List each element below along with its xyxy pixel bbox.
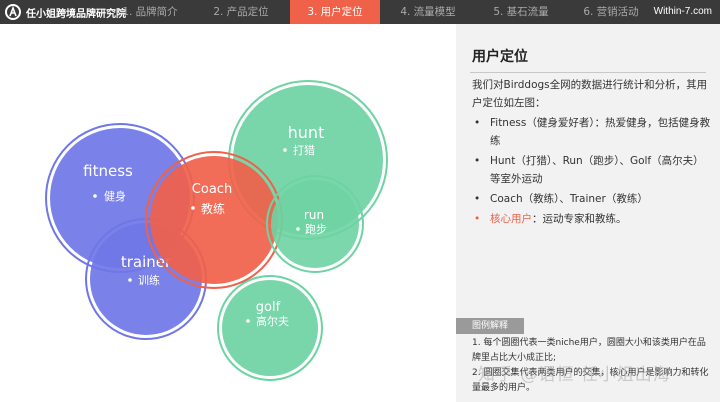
legend-tag: 图例解释 <box>456 318 524 334</box>
bubble-golf-title: golf <box>256 300 281 315</box>
bubble-trainer-subtitle: 训练 <box>138 273 160 287</box>
bubble-svg: fitness 健身 trainer 训练 hunt 打猎 golf 高尔夫 <box>45 80 388 381</box>
panel-intro: 我们对Birddogs全网的数据进行统计和分析，其用户定位如左图： <box>472 79 708 109</box>
bubble-fitness-subtitle: 健身 <box>104 189 126 203</box>
list-item: Hunt（打猎）、Run（跑步）、Golf（高尔夫）等室外运动 <box>474 152 712 188</box>
bubble-golf-subtitle: 高尔夫 <box>256 314 289 328</box>
brand-logo-icon <box>5 4 21 20</box>
brand[interactable]: 任小姐跨境品牌研究院 <box>4 0 126 24</box>
tab-product-positioning[interactable]: 2. 产品定位 <box>213 6 269 18</box>
bubble-coach: Coach 教练 <box>145 151 283 289</box>
list-item: Fitness（健身爱好者）：热爱健身，包括健身教练 <box>474 114 712 150</box>
bubble-hunt-title: hunt <box>288 123 325 142</box>
core-user-label: 核心用户 <box>490 213 532 225</box>
legend-line: 1. 每个圆圈代表一类niche用户，圆圈大小和该类用户在品牌里占比大小成正比; <box>472 338 706 363</box>
tab-traffic-model[interactable]: 4. 流量模型 <box>400 6 456 18</box>
tab-brand-intro[interactable]: 1. 品牌简介 <box>122 6 178 18</box>
tab-marketing[interactable]: 6. 营销活动 <box>583 6 639 18</box>
list-item: Coach（教练）、Trainer（教练） <box>474 190 712 208</box>
tab-base-traffic[interactable]: 5. 基石流量 <box>493 6 549 18</box>
bubble-coach-title: Coach <box>192 182 232 197</box>
top-nav: 任小姐跨境品牌研究院 1. 品牌简介 2. 产品定位 3. 用户定位 4. 流量… <box>0 0 720 24</box>
bubble-golf: golf 高尔夫 <box>217 275 323 381</box>
legend-explanation: 1. 每个圆圈代表一类niche用户，圆圈大小和该类用户在品牌里占比大小成正比;… <box>472 336 712 396</box>
site-url[interactable]: Within-7.com <box>653 6 712 17</box>
bubble-hunt-subtitle: 打猎 <box>293 143 315 157</box>
bubble-fitness-title: fitness <box>83 162 133 180</box>
panel-divider <box>470 72 706 73</box>
info-panel: 用户定位 我们对Birddogs全网的数据进行统计和分析，其用户定位如左图： F… <box>456 24 720 402</box>
watermark: 知乎 @语恒 任小姐出海 <box>478 365 671 385</box>
bubble-coach-subtitle: 教练 <box>201 201 225 216</box>
bubble-run-subtitle: 跑步 <box>305 222 327 236</box>
core-user-text: ：运动专家和教练。 <box>532 213 627 225</box>
bubble-run-title: run <box>304 208 324 222</box>
brand-name: 任小姐跨境品牌研究院 <box>26 8 126 20</box>
tab-user-positioning[interactable]: 3. 用户定位 <box>290 0 380 24</box>
user-bubble-diagram: fitness 健身 trainer 训练 hunt 打猎 golf 高尔夫 <box>0 24 456 402</box>
list-item-core-user: 核心用户：运动专家和教练。 <box>474 210 712 228</box>
bubble-trainer-title: trainer <box>121 253 172 271</box>
bullet-list: Fitness（健身爱好者）：热爱健身，包括健身教练 Hunt（打猎）、Run（… <box>474 114 712 230</box>
legend-line: 2. 圆圈交集代表两类用户的交集，核心用户是影响力和转化量最多的用户。 <box>472 368 709 393</box>
bubble-run: run 跑步 <box>266 175 364 273</box>
panel-title: 用户定位 <box>472 49 528 65</box>
